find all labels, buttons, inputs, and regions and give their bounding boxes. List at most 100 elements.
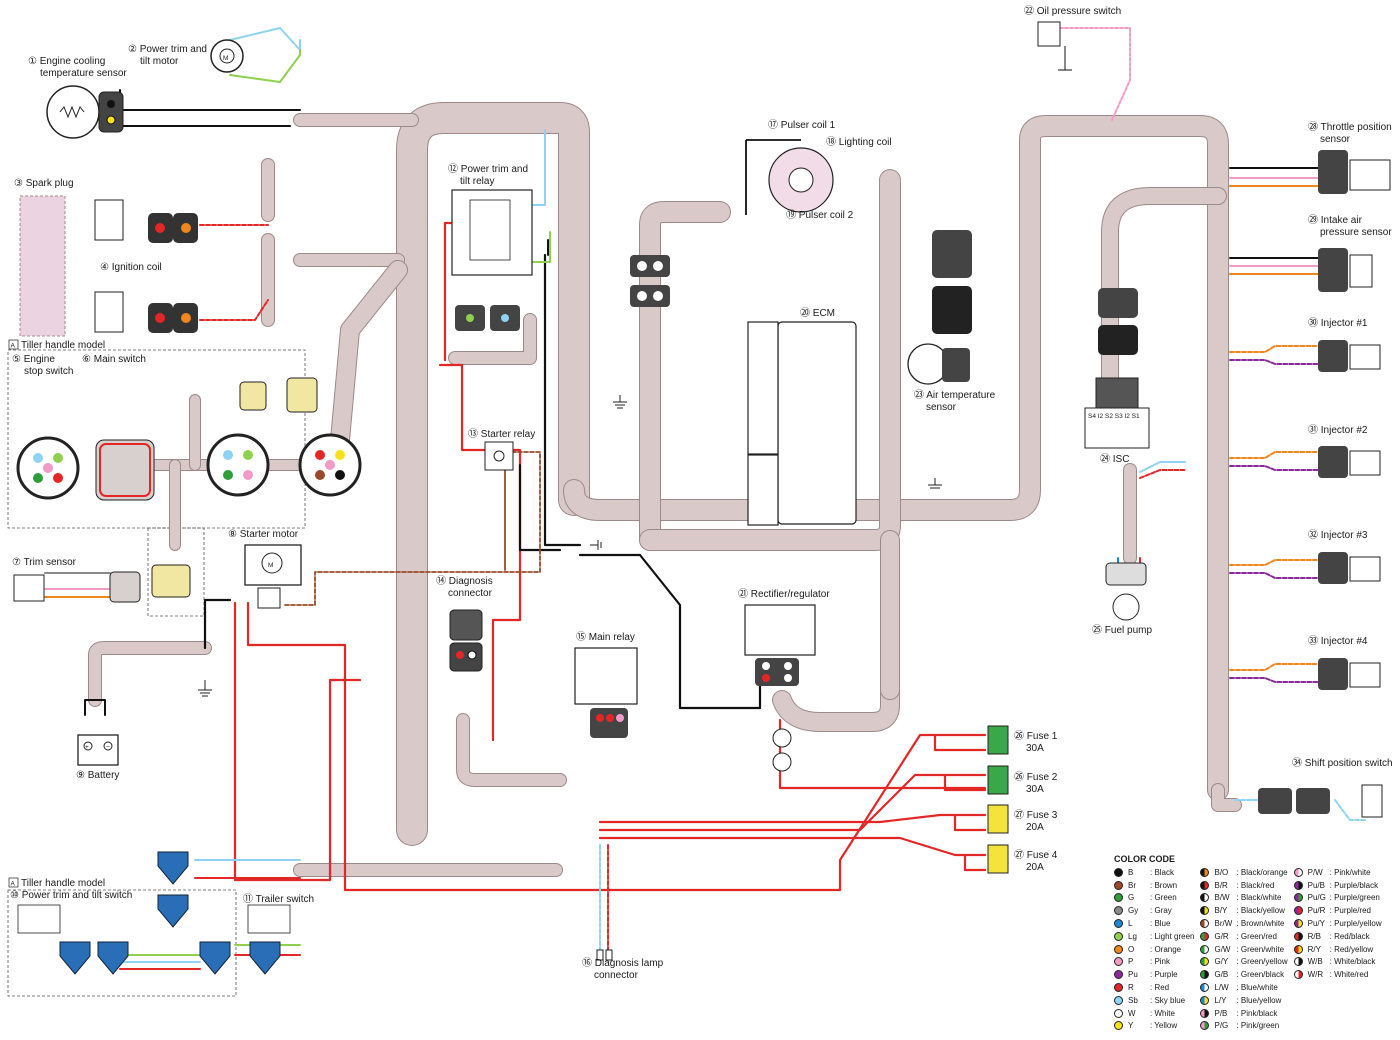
legend-code: P [1128,957,1134,967]
legend-name: : Green [1150,893,1177,903]
label-c6: ⑥ Main switch [82,354,146,365]
legend-code: Br/W [1214,919,1233,929]
color-swatch-icon [1293,880,1303,890]
legend-row-p: P: Pink [1114,956,1194,969]
color-swatch-icon [1114,1021,1123,1031]
legend-row-r-y: R/Y: Red/yellow [1293,943,1382,956]
section-mark-top: A [11,343,16,350]
legend-code: Pu/R [1307,906,1326,916]
legend-name: : Orange [1150,944,1182,954]
main-switch-key [206,433,270,497]
legend-row-g-r: G/R: Green/red [1200,930,1287,943]
fuse-2 [987,765,1009,795]
legend-row-g-y: G/Y : Green/yellow [1200,956,1288,969]
color-swatch-icon [1114,893,1123,903]
injector-1 [1318,340,1381,372]
color-swatch-icon [1200,893,1210,903]
tiller-label-top: Tiller handle model [21,340,105,351]
legend-name: : Purple [1150,970,1178,980]
fuse-3 [987,804,1009,834]
legend-name: : Black/yellow [1236,906,1285,916]
rectifier-regulator [744,604,816,772]
legend-name: : Black/orange [1236,867,1288,877]
wires [44,27,1366,970]
label-c24: ㉔ ISC [1100,453,1129,465]
legend-name: : Green/white [1236,944,1285,954]
pulser-lighting-coil [745,139,834,215]
color-swatch-icon [1114,880,1123,890]
legend-code: G/R [1214,931,1229,941]
power-trim-tilt-motor: M [210,39,244,73]
color-swatch-icon [1293,931,1303,941]
legend-name: : Green/yellow [1236,957,1288,967]
svg-text:−: − [106,744,110,751]
label-c17: ⑰ Pulser coil 1 [768,119,836,131]
legend-row-g: G: Green [1114,892,1194,905]
color-swatch-icon [1114,944,1123,954]
injector-2 [1318,446,1381,478]
legend-code: R/Y [1307,944,1321,954]
legend-row-pu-g: Pu/G: Purple/green [1293,892,1382,905]
legend-name: : Pink/black [1236,1008,1278,1018]
legend-row-pu: Pu: Purple [1114,968,1194,981]
color-swatch-icon [1114,983,1123,993]
legend-row-br: Br: Brown [1114,879,1194,892]
label-c33: ㉝ Injector #4 [1308,635,1368,647]
color-swatch-icon [1200,983,1210,993]
legend-name: : Black/red [1236,880,1275,890]
legend-row-sb: Sb: Sky blue [1114,994,1194,1007]
legend-name: : Blue/yellow [1236,995,1282,1005]
legend-code: W/R [1307,970,1324,980]
color-swatch-icon [1293,893,1303,903]
legend-code: Pu/G [1307,893,1326,903]
legend-name: : White/black [1329,957,1376,967]
legend-name: : White/red [1329,970,1369,980]
legend-name: : Blue [1150,919,1171,929]
svg-text:+: + [85,744,89,751]
legend-name: : White [1150,1008,1175,1018]
shift-position-switch [1258,784,1383,818]
legend-code: L/W [1214,983,1229,993]
legend-name: : Yellow [1150,1021,1178,1031]
diagnosis-connector [449,609,483,672]
battery: + − [77,734,119,766]
legend-code: B/W [1214,893,1230,903]
spark-plug-area [19,195,66,337]
label-c7: ⑦ Trim sensor [12,557,77,568]
trim-sensor [13,564,191,603]
legend-name: : Purple/green [1329,893,1380,903]
pulser-connectors [630,255,670,307]
tiller-region-bottom [7,889,237,997]
label-c20: ⑳ ECM [800,307,835,319]
legend-name: : Red [1150,983,1170,993]
legend-code: Pu/Y [1307,919,1325,929]
legend-code: G/Y [1214,957,1229,967]
starter-relay [484,441,514,471]
color-swatch-icon [1293,957,1303,967]
label-c21: ㉑ Rectifier/regulator [738,588,830,600]
legend-code: R/B [1307,931,1321,941]
engine-stop-switch-connector [16,436,80,500]
main-harness [88,102,1242,877]
color-swatch-icon [1293,919,1303,929]
isc [1084,377,1150,449]
legend-row-br-w: Br/W: Brown/white [1200,917,1287,930]
label-c31: ㉛ Injector #2 [1308,424,1368,436]
svg-text:M: M [268,562,273,569]
legend-code: R [1128,983,1134,993]
legend-name: : Blue/white [1236,983,1278,993]
legend-row-pu-r: Pu/R: Purple/red [1293,904,1382,917]
legend-name: : Green/black [1236,970,1285,980]
label-c30: ㉚ Injector #1 [1308,317,1368,329]
legend-code: Pu/B [1307,880,1325,890]
legend-name: : Pink/white [1329,867,1371,877]
color-swatch-icon [1293,867,1303,877]
legend-name: : Purple/red [1329,906,1371,916]
legend-name: : Sky blue [1150,995,1186,1005]
